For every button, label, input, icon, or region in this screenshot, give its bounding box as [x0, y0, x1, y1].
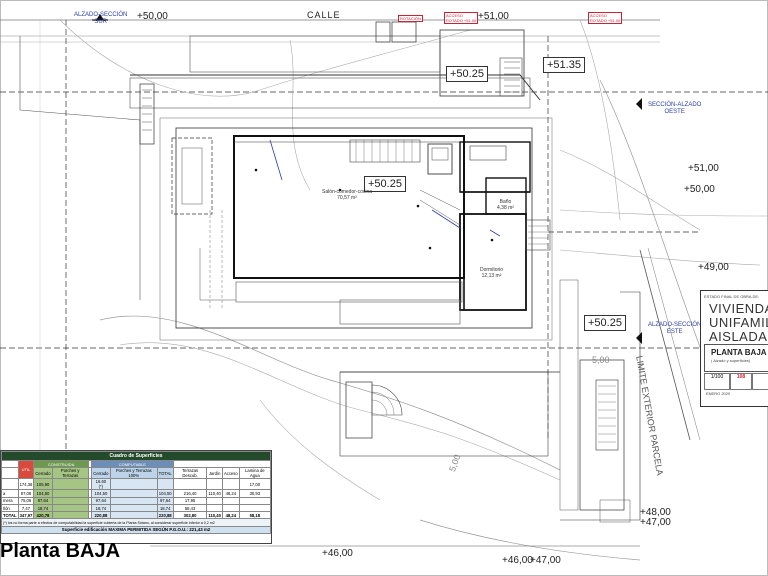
plan-subtitle: ( Alzado y superficies) [711, 358, 751, 363]
col-computable-cerrado: Cerrado [90, 467, 111, 480]
table-row: a 87,08 104,50 104,50 104,50 216,40 110,… [1, 489, 272, 498]
level-box-5135: +51.35 [543, 57, 585, 73]
elevation-bot-4700b: +47,00 [530, 555, 561, 566]
elevation-right-4900: +49,00 [698, 262, 729, 273]
level-box-5025-mid: +50.25 [364, 176, 406, 192]
surface-table-note: (*) los no forma parte a efectos de comp… [1, 518, 271, 527]
title-aislada: AISLADA [709, 329, 768, 344]
scale-value: 1/100 [710, 374, 724, 380]
surface-table: Cuadro de Superficies UTIL CONSTRUIDA CO… [0, 450, 272, 544]
elevation-right-5000: +50,00 [684, 184, 715, 195]
section-oeste-label: SECCIÓN-ALZADO OESTE [648, 102, 702, 115]
table-row: tlón 7,47 18,74 18,74 18,74 58,43 [1, 503, 272, 513]
col-acceso: Acceso [221, 467, 240, 480]
sheet-number-cell: 108 [730, 373, 752, 390]
title-unifamiliar: UNIFAMILIAR [709, 315, 768, 330]
room-bano: Baño 4,38 m² [497, 199, 514, 211]
sheet-extra-cell [752, 373, 768, 390]
title-block-estado: ESTADO FINAL DE OBRA DE: [704, 294, 760, 299]
red-tag-acceso-1: ACCESO ROTADO +51.00 [444, 12, 479, 24]
col-construida-cerrado: Cerrado [33, 467, 53, 480]
col-computable-porches: Porches y Terrazas 100% [109, 467, 158, 480]
scale-cell: 1/100 [704, 373, 730, 390]
red-tag-rotacion: ROTACIÓN [398, 15, 423, 22]
col-computable-total: TOTAL [156, 467, 174, 480]
level-box-5025-top: +50.25 [446, 66, 488, 82]
section-este-label: ALZADO-SECCIÓN ESTE [648, 322, 702, 335]
elevation-bot-4600: +46,00 [322, 548, 353, 559]
table-row-total: TOTAL 347,97 420,78 220,88 220,88 302,80… [1, 511, 272, 520]
red-tag-acceso-2: ACCESO ROTADO +51.00 [588, 12, 623, 24]
section-sur-label: ALZADO-SECCIÓN SUR [74, 12, 128, 25]
level-box-5025-right: +50.25 [584, 315, 626, 331]
title-vivienda: VIVIENDA [709, 301, 768, 316]
col-util: UTIL [17, 459, 35, 480]
elevation-bot-4600b: +46,00 [502, 555, 533, 566]
group-computable: COMPUTABLE [90, 459, 174, 469]
table-row: mera 75,06 97,64 97,64 97,64 17,95 [1, 496, 272, 505]
elevation-top-5100: +51,00 [478, 11, 509, 22]
col-terrazas: Terrazas Descub. [172, 467, 208, 480]
date-label: ENERO 2020 [706, 391, 731, 396]
elevation-right-5100: +51,00 [688, 163, 719, 174]
table-row: 174,36 105,90 16.60 (*) 17,00 [1, 478, 272, 491]
plan-caption: Planta BAJA [0, 540, 121, 562]
surface-table-title: Cuadro de Superficies [1, 451, 271, 461]
elevation-bot-4700: +47,00 [640, 517, 671, 528]
plan-name: PLANTA BAJA [711, 348, 767, 357]
dimension-5m-right: 5,00 [592, 355, 610, 365]
col-jardin: Jardín [206, 467, 223, 480]
surface-table-summary: Superficie edificación MAXIMA PERMITIDA … [1, 525, 271, 535]
room-dormitorio: Dormitorio 12,13 m² [480, 267, 504, 279]
elevation-bot-4800: +48,00 [640, 507, 671, 518]
room-salon: Salón-comedor-cocina 70,57 m² [322, 189, 373, 201]
col-construida-porches: Porches y Terrazas [51, 467, 89, 480]
sheet-number: 108 [736, 374, 746, 380]
street-label: CALLE [307, 10, 341, 20]
title-block: ESTADO FINAL DE OBRA DE: VIVIENDA UNIFAM… [700, 290, 768, 407]
plan-name-box: PLANTA BAJA ( Alzado y superficies) [704, 344, 768, 372]
col-lamina: Lamina de Agua [238, 467, 272, 480]
elevation-top-5000: +50,00 [137, 11, 168, 22]
group-construida: CONSTRUIDA [33, 459, 89, 469]
